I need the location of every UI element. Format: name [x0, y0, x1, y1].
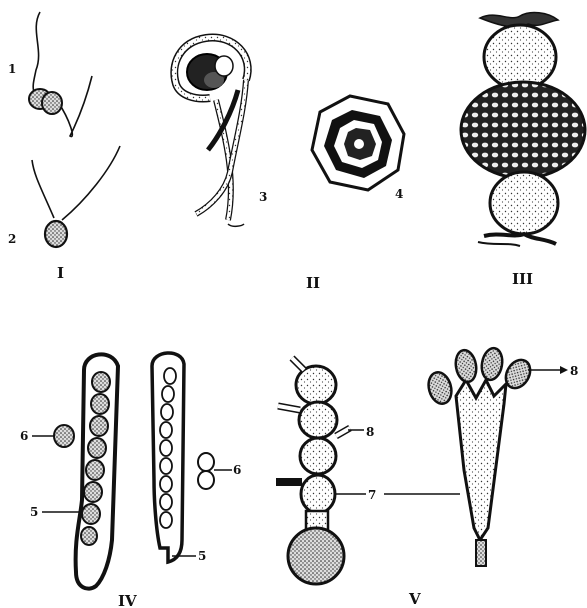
- label-4: 4: [395, 187, 403, 201]
- coiled-hypha-figure: [174, 38, 247, 227]
- panel-label-III: III: [512, 270, 533, 288]
- zoospore-pair-figure: [29, 12, 92, 137]
- label-6-right: 6: [233, 463, 241, 477]
- label-5-right: 5: [198, 549, 206, 563]
- ascus-right-figure: [152, 353, 184, 562]
- label-3: 3: [259, 190, 267, 204]
- ascus-left-figure: [76, 354, 118, 588]
- basidium-figure: [425, 347, 535, 566]
- label-8-right: 8: [570, 364, 578, 378]
- zoospore-single-figure: [32, 146, 120, 247]
- panel-label-IV: IV: [118, 592, 137, 608]
- concentric-spore-figure: [312, 96, 404, 190]
- panel-label-V: V: [408, 590, 421, 608]
- panel-label-I: I: [57, 264, 64, 282]
- zygospore-figure: [461, 13, 585, 246]
- label-7: 7: [368, 488, 376, 502]
- label-8-left: 8: [366, 425, 374, 439]
- label-6-left: 6: [20, 429, 28, 443]
- panel-label-II: II: [306, 274, 320, 292]
- label-2: 2: [8, 232, 16, 246]
- free-ascospore-right: [198, 453, 214, 489]
- free-ascospore-left: [54, 425, 74, 447]
- conidial-chain-figure: [276, 358, 350, 584]
- label-5-left: 5: [30, 505, 38, 519]
- label-1: 1: [8, 62, 16, 76]
